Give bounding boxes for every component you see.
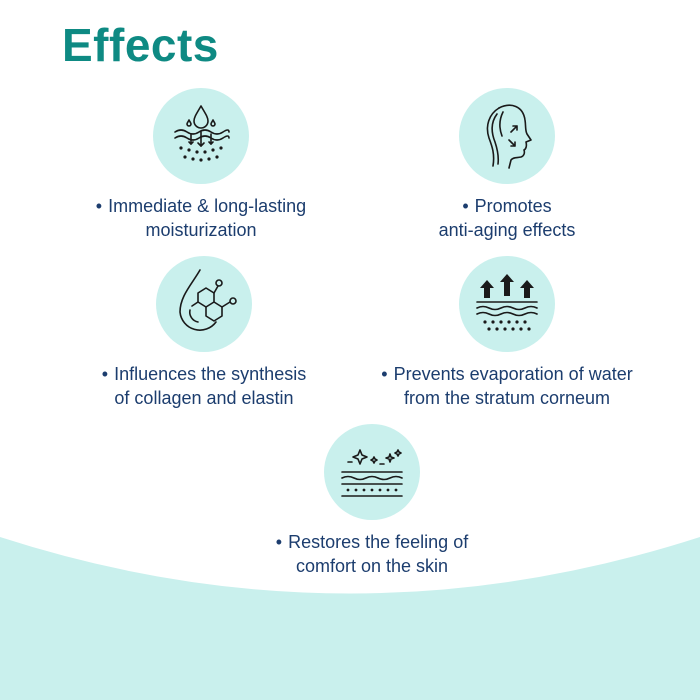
effect-line-2: of collagen and elastin: [114, 388, 294, 408]
page-title: Effects: [62, 19, 219, 71]
effect-text: •Restores the feeling of comfort on the …: [212, 530, 532, 578]
bullet: •: [462, 196, 469, 216]
effect-line-1: Prevents evaporation of water: [393, 364, 633, 384]
effect-line-1: Promotes: [474, 196, 552, 216]
effect-line-2: from the stratum corneum: [403, 388, 611, 408]
effect-line-2: moisturization: [145, 220, 257, 240]
bullet: •: [381, 364, 388, 384]
collagen-molecule-droplet-icon: [156, 256, 252, 352]
effect-text: •Prevents evaporation of water from the …: [347, 362, 667, 410]
effect-line-1: Influences the synthesis: [114, 364, 307, 384]
effect-text: •Influences the synthesis of collagen an…: [44, 362, 364, 410]
effect-line-1: Restores the feeling of: [288, 532, 469, 552]
effect-line-2: comfort on the skin: [295, 556, 449, 576]
face-profile-icon: [459, 88, 555, 184]
effect-line-2: anti-aging effects: [438, 220, 576, 240]
bullet: •: [275, 532, 283, 552]
skin-hydration-droplet-icon: [153, 88, 249, 184]
effect-text: •Promotes anti-aging effects: [347, 194, 667, 242]
effect-text: •Immediate & long-lasting moisturization: [41, 194, 361, 242]
sparkling-skin-layers-icon: [324, 424, 420, 520]
bullet: •: [101, 364, 109, 384]
evaporation-barrier-icon: [459, 256, 555, 352]
bullet: •: [95, 196, 103, 216]
effect-line-1: Immediate & long-lasting: [108, 196, 307, 216]
